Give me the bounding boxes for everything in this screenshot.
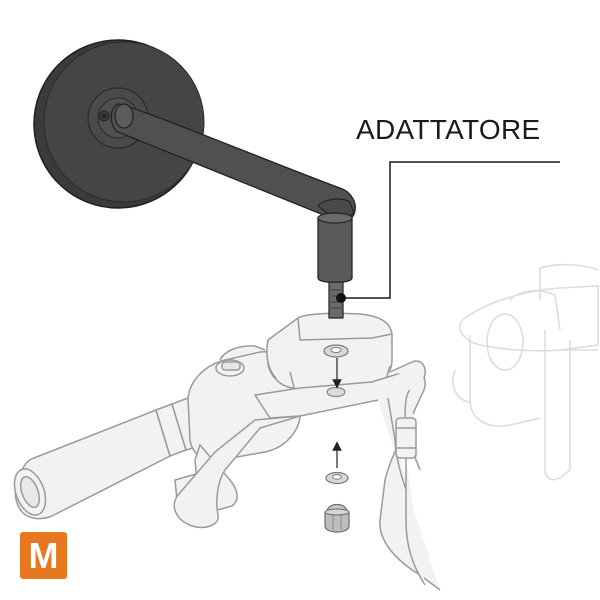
brand-letter: M xyxy=(28,534,59,576)
ghost-handlebar xyxy=(452,263,599,481)
adapter-stem xyxy=(317,212,353,319)
callout-leader xyxy=(336,161,560,303)
washer-icon xyxy=(325,471,349,485)
washer-icon xyxy=(323,344,349,358)
brand-badge: M xyxy=(20,532,67,579)
callout-label: ADATTATORE xyxy=(356,114,541,145)
mount-hole xyxy=(326,386,346,398)
acorn-nut-icon xyxy=(324,503,350,533)
handlebar-grip xyxy=(13,397,201,520)
